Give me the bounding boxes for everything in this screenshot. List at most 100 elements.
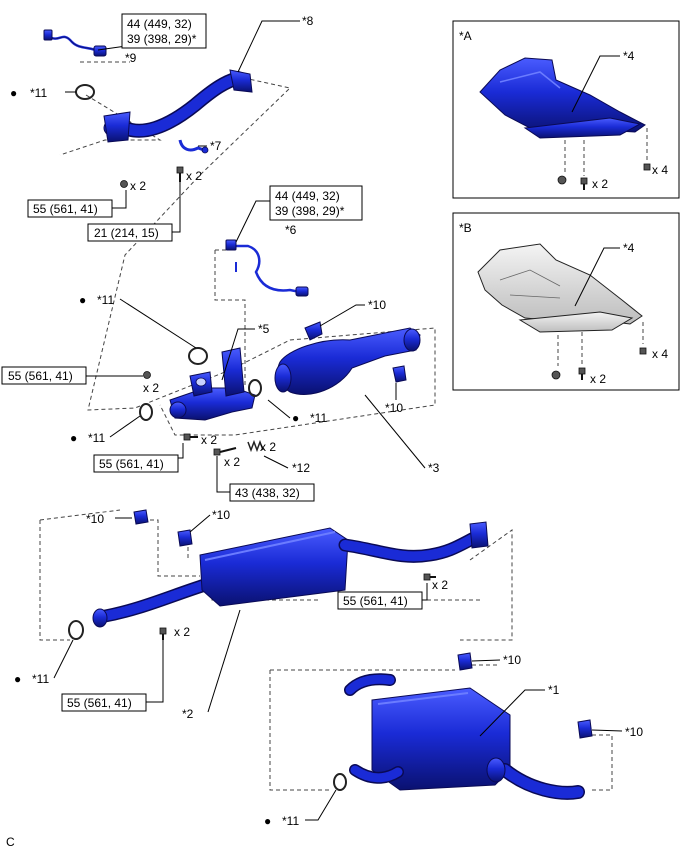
insulator-mid-upper <box>304 321 323 341</box>
callout-8: *8 <box>302 14 314 28</box>
torque-value: 44 (449, 32) <box>275 189 340 203</box>
insulator-rear-right <box>577 719 593 739</box>
torque-value: 55 (561, 41) <box>67 696 132 710</box>
qty-x2: x 2 <box>224 455 240 469</box>
callout-11: *11 <box>310 411 327 425</box>
exhaust-manifold-converter <box>169 347 256 421</box>
gasket-mid-right <box>248 379 262 397</box>
bolt-center-left <box>159 627 167 640</box>
callout-11: *11 <box>97 293 114 307</box>
pipe-support-bracket <box>178 139 209 154</box>
nut-top <box>120 180 128 188</box>
qty-x2: x 2 <box>130 179 146 193</box>
tail-exhaust-pipe-muffler <box>344 673 585 800</box>
callout-10: *10 <box>625 725 643 739</box>
bullet: ● <box>79 293 86 307</box>
assembly-outline-muffler <box>269 664 613 791</box>
insulator-center-left <box>133 509 149 525</box>
figure-code: C <box>6 835 15 849</box>
under-cover-gray <box>477 243 643 333</box>
gasket-top <box>75 84 95 100</box>
torque-value: 55 (561, 41) <box>33 202 98 216</box>
front-exhaust-pipe <box>103 69 253 143</box>
torque-value: 55 (561, 41) <box>8 369 73 383</box>
callout-11: *11 <box>282 814 299 828</box>
center-exhaust-pipe <box>92 521 489 628</box>
torque-box-55-mid: 55 (561, 41) <box>1 366 87 385</box>
callout-10: *10 <box>385 401 403 415</box>
callout-3: *3 <box>428 461 440 475</box>
callout-1: *1 <box>548 683 560 697</box>
assembly-outline-center-pipe <box>39 509 513 641</box>
callout-10: *10 <box>86 512 104 526</box>
callout-10: *10 <box>503 653 521 667</box>
qty-x2: x 2 <box>592 177 608 191</box>
gasket-mid-left <box>139 403 153 421</box>
callout-10: *10 <box>212 508 230 522</box>
gasket-rear <box>333 773 347 791</box>
torque-value: 55 (561, 41) <box>343 594 408 608</box>
oxygen-sensor-upper <box>43 29 107 57</box>
callout-4: *4 <box>623 49 635 63</box>
bullet: ● <box>292 411 299 425</box>
qty-x4: x 4 <box>652 347 668 361</box>
torque-value: 55 (561, 41) <box>99 457 164 471</box>
bullet: ● <box>264 814 271 828</box>
callout-5: *5 <box>258 322 270 336</box>
callout-11: *11 <box>32 672 49 686</box>
gasket-mid-upper <box>188 347 208 365</box>
inset-a-fasteners <box>557 163 651 190</box>
qty-x2: x 2 <box>260 440 276 454</box>
callout-11: *11 <box>88 431 105 445</box>
callout-4: *4 <box>623 241 635 255</box>
bolt-top <box>176 166 184 182</box>
assembly-outline-sensor <box>214 249 246 385</box>
bullet: ● <box>14 672 21 686</box>
torque-value-alt: 39 (398, 29)* <box>275 204 345 218</box>
qty-x2: x 2 <box>201 433 217 447</box>
insulator-mid-lower <box>392 365 407 383</box>
callout-10: *10 <box>368 298 386 312</box>
nut-mid <box>143 371 151 379</box>
oxygen-sensor-lower <box>225 239 309 297</box>
qty-x4: x 4 <box>652 163 668 177</box>
inset-b-label: *B <box>459 221 472 235</box>
exhaust-pipe-catalytic <box>274 327 421 396</box>
torque-box-21: 21 (214, 15) <box>87 223 173 242</box>
qty-x2: x 2 <box>432 578 448 592</box>
front-pipe-flange-upper <box>229 69 253 93</box>
qty-x2: x 2 <box>186 169 202 183</box>
bolt-spring-pair <box>213 439 264 456</box>
bullet: ● <box>10 86 17 100</box>
insulator-center-right <box>177 529 193 547</box>
torque-box-sensor-upper: 44 (449, 32) 39 (398, 29)* <box>121 13 207 49</box>
torque-value: 21 (214, 15) <box>94 226 159 240</box>
callout-6: *6 <box>285 223 297 237</box>
torque-box-55-top: 55 (561, 41) <box>27 199 113 218</box>
torque-value: 43 (438, 32) <box>235 486 300 500</box>
callout-11: *11 <box>30 86 47 100</box>
qty-x2: x 2 <box>174 625 190 639</box>
torque-value: 44 (449, 32) <box>127 17 192 31</box>
inset-a-label: *A <box>459 29 472 43</box>
bolt-mid <box>183 433 198 441</box>
torque-box-sensor-lower: 44 (449, 32) 39 (398, 29)* <box>269 185 363 221</box>
callout-12: *12 <box>292 461 310 475</box>
insulator-rear-upper <box>457 652 473 671</box>
torque-box-55-right: 55 (561, 41) <box>337 591 423 610</box>
bolt-center-right <box>423 573 436 581</box>
callout-2: *2 <box>182 707 194 721</box>
callout-9: *9 <box>125 51 137 65</box>
callout-7: *7 <box>210 139 222 153</box>
under-cover-blue <box>479 57 646 139</box>
qty-x2: x 2 <box>143 381 159 395</box>
bullet: ● <box>70 431 77 445</box>
torque-box-43: 43 (438, 32) <box>229 483 315 502</box>
torque-box-55-mid-low: 55 (561, 41) <box>93 454 179 473</box>
inset-b-fasteners <box>551 347 647 380</box>
torque-box-55-center: 55 (561, 41) <box>61 693 147 712</box>
gasket-center <box>68 620 84 640</box>
torque-value-alt: 39 (398, 29)* <box>127 32 197 46</box>
